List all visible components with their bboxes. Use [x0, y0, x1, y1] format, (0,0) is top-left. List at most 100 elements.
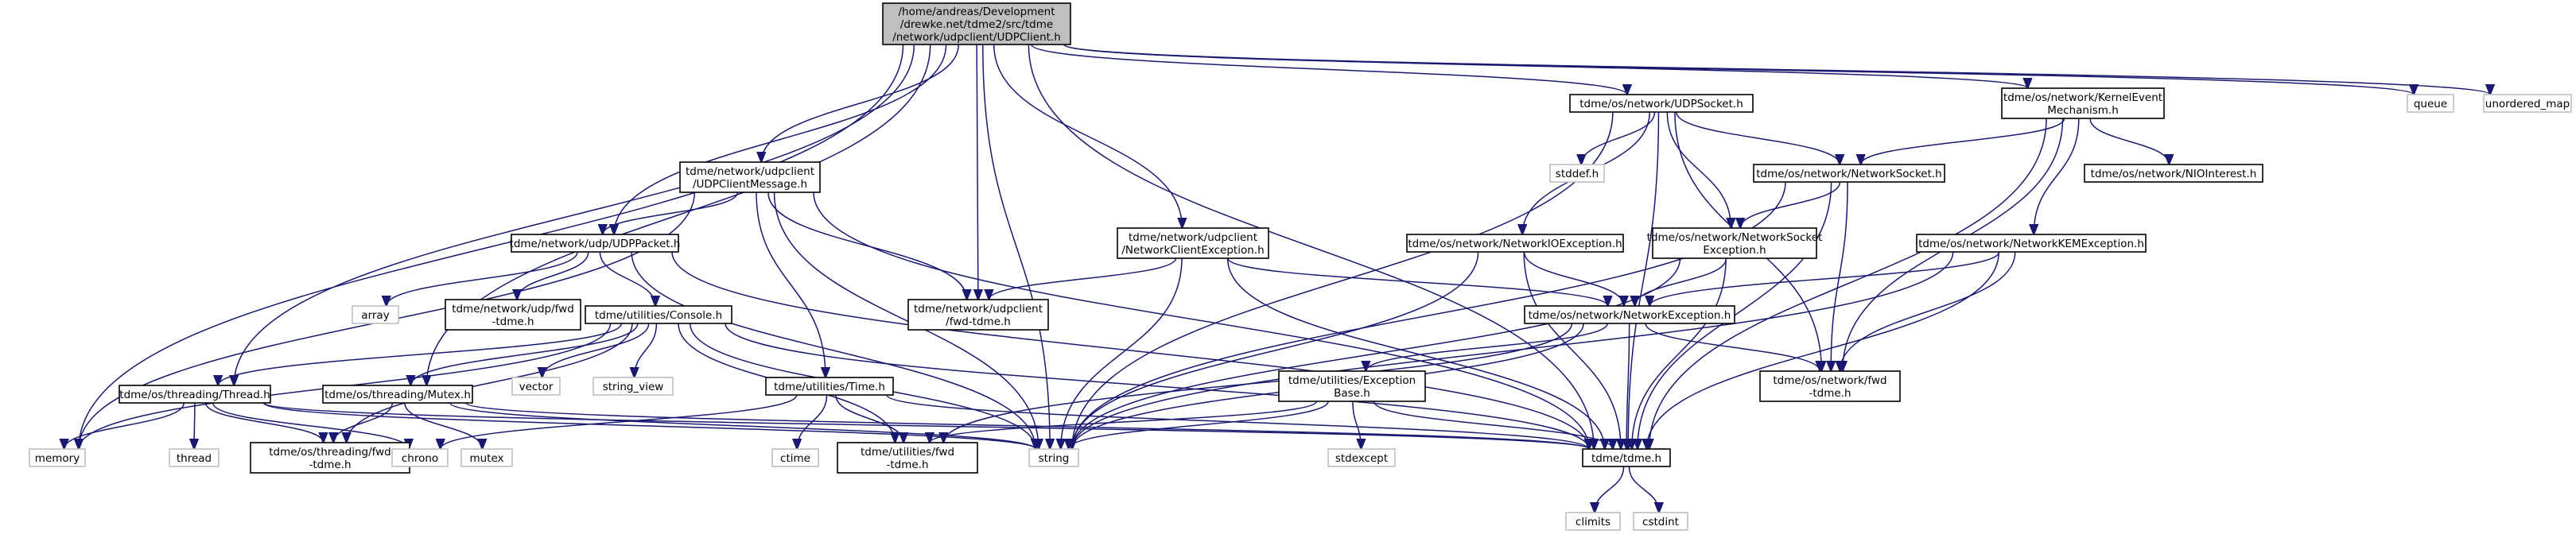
include-edge-root-to-udppacket_h — [614, 44, 947, 234]
include-edge-udpsocket_h-to-netsocket_h — [1676, 111, 1840, 164]
node-box — [352, 305, 399, 324]
include-edge-kem_h-to-niointerest_h — [2089, 118, 2169, 164]
node-box — [1759, 370, 1901, 402]
node-stddef: stddef.h — [1549, 164, 1605, 183]
node-string: string — [1028, 448, 1079, 467]
node-niointerest-h[interactable]: tdme/os/network/NIOInterest.h — [2084, 164, 2263, 183]
node-label-line: tdme/os/threading/Thread.h — [119, 389, 270, 401]
node-udpclientmsg-h[interactable]: tdme/network/udpclient/UDPClientMessage.… — [679, 161, 821, 193]
node-label-line: string — [1039, 452, 1070, 465]
include-edge-udppacket_h-to-console_h — [599, 251, 655, 306]
node-label-line: /drewke.net/tdme2/src/tdme — [900, 18, 1053, 31]
node-box — [765, 377, 894, 396]
include-edge-udpclientmsg_h-to-time_h — [756, 192, 826, 377]
node-thread-h[interactable]: tdme/os/threading/Thread.h — [119, 385, 271, 404]
node-osnet-fwd[interactable]: tdme/os/network/fwd-tdme.h — [1759, 370, 1901, 402]
node-label-line: /home/andreas/Development — [898, 6, 1055, 18]
include-edge-root-to-mutex_h — [426, 44, 931, 385]
node-label-line: thread — [177, 452, 212, 465]
node-label-line: ctime — [780, 452, 810, 465]
node-label-line: /NetworkClientException.h — [1121, 244, 1264, 257]
include-edge-udpclientmsg_h-to-string — [773, 192, 1039, 449]
include-edge-netsocket_h-to-netsockexc_h — [1740, 181, 1841, 228]
node-box — [511, 234, 679, 253]
node-utilities-fwd[interactable]: tdme/utilities/fwd-tdme.h — [837, 442, 978, 474]
node-threading-fwd[interactable]: tdme/os/threading/fwd-tdme.h — [250, 442, 410, 474]
node-netclientexc-h[interactable]: tdme/network/udpclient/NetworkClientExce… — [1117, 227, 1269, 259]
node-time-h[interactable]: tdme/utilities/Time.h — [765, 377, 894, 396]
node-box — [1753, 164, 1945, 183]
node-label-line: vector — [519, 381, 554, 393]
node-mutex: mutex — [460, 448, 513, 467]
include-edge-udpclientmsg_h-to-tdme_h — [813, 192, 1589, 449]
include-edge-thread_h-to-thread — [194, 402, 195, 449]
include-edge-netioexc_h-to-netexc_h — [1523, 251, 1624, 306]
node-box — [585, 305, 732, 324]
include-edge-excbase_h-to-tdme_h — [1373, 401, 1613, 449]
include-edge-netkemexc_h-to-netexc_h — [1649, 251, 2000, 306]
node-label-line: tdme/os/network/KernelEvent — [2003, 91, 2162, 104]
node-label-line: chrono — [402, 452, 438, 465]
node-memory: memory — [29, 448, 86, 467]
include-edge-root-to-thread_h — [234, 44, 915, 385]
node-box — [445, 299, 581, 331]
node-box — [2483, 94, 2572, 113]
include-edge-netexc_h-to-excbase_h — [1366, 323, 1608, 371]
node-box — [771, 448, 819, 467]
node-box — [1117, 227, 1269, 259]
node-box — [322, 385, 473, 404]
include-edge-udpsocket_h-to-netsockexc_h — [1666, 111, 1731, 228]
node-box — [1028, 448, 1079, 467]
node-box — [679, 161, 821, 193]
node-mutex-h[interactable]: tdme/os/threading/Mutex.h — [322, 385, 473, 404]
include-edge-udpsocket_h-to-tdme_h — [1628, 111, 1660, 449]
node-label-line: /fwd-tdme.h — [946, 315, 1011, 328]
node-stdexcept: stdexcept — [1327, 448, 1396, 467]
node-root[interactable]: /home/andreas/Development/drewke.net/tdm… — [882, 2, 1071, 45]
node-tdme-h[interactable]: tdme/tdme.h — [1582, 448, 1671, 467]
include-edge-netioexc_h-to-string — [1072, 251, 1479, 449]
include-edge-time_h-to-chrono — [441, 394, 798, 449]
node-label-line: /network/udpclient/UDPClient.h — [892, 31, 1061, 44]
include-edge-console_h-to-tdme_h — [725, 323, 1589, 449]
node-box — [119, 385, 271, 404]
node-label-line: tdme/utilities/Exception — [1288, 374, 1416, 387]
include-edge-udppacket_h-to-udp_fwd — [517, 251, 589, 300]
node-box — [29, 448, 86, 467]
node-box — [1633, 512, 1688, 531]
node-label-line: queue — [2414, 98, 2447, 110]
node-udppacket-h[interactable]: tdme/network/udp/UDPPacket.h — [510, 234, 681, 253]
include-edge-netclientexc_h-to-string — [1061, 257, 1183, 449]
node-label-line: cstdint — [1642, 516, 1679, 528]
node-console-h[interactable]: tdme/utilities/Console.h — [585, 305, 732, 324]
node-box — [2084, 164, 2263, 183]
include-edge-kem_h-to-netkemexc_h — [2034, 118, 2080, 234]
include-edge-udpclientmsg_h-to-udppacket_h — [603, 192, 739, 234]
node-box — [882, 2, 1071, 45]
node-box — [907, 299, 1049, 331]
include-edge-netsocket_h-to-osnet_fwd — [1831, 181, 1848, 371]
node-udpsocket-h[interactable]: tdme/os/network/UDPSocket.h — [1569, 94, 1754, 113]
node-label-line: tdme/utilities/Console.h — [595, 309, 722, 322]
node-netioexc-h[interactable]: tdme/os/network/NetworkIOException.h — [1406, 234, 1624, 253]
node-label-line: climits — [1576, 516, 1610, 528]
node-udp-fwd[interactable]: tdme/network/udp/fwd-tdme.h — [445, 299, 581, 331]
include-edge-time_h-to-utilities_fwd — [835, 394, 903, 443]
node-label-line: tdme/os/network/UDPSocket.h — [1579, 98, 1743, 110]
node-netkemexc-h[interactable]: tdme/os/network/NetworkKEMException.h — [1916, 234, 2147, 253]
node-netsocket-h[interactable]: tdme/os/network/NetworkSocket.h — [1753, 164, 1945, 183]
node-netexc-h[interactable]: tdme/os/network/NetworkException.h — [1524, 305, 1735, 324]
node-thread: thread — [169, 448, 220, 467]
include-edge-netexc_h-to-utilities_fwd — [943, 323, 1573, 443]
node-box — [391, 448, 449, 467]
node-box — [837, 442, 978, 474]
include-edge-root-to-string — [982, 44, 1050, 449]
include-edge-netclientexc_h-to-tdme_h — [1226, 257, 1605, 449]
node-udpclient-fwd[interactable]: tdme/network/udpclient/fwd-tdme.h — [907, 299, 1049, 331]
include-edge-excbase_h-to-stdexcept — [1352, 401, 1361, 449]
include-edge-udpsocket_h-to-stddef — [1581, 111, 1656, 164]
include-edge-time_h-to-tdme_h — [886, 394, 1589, 449]
